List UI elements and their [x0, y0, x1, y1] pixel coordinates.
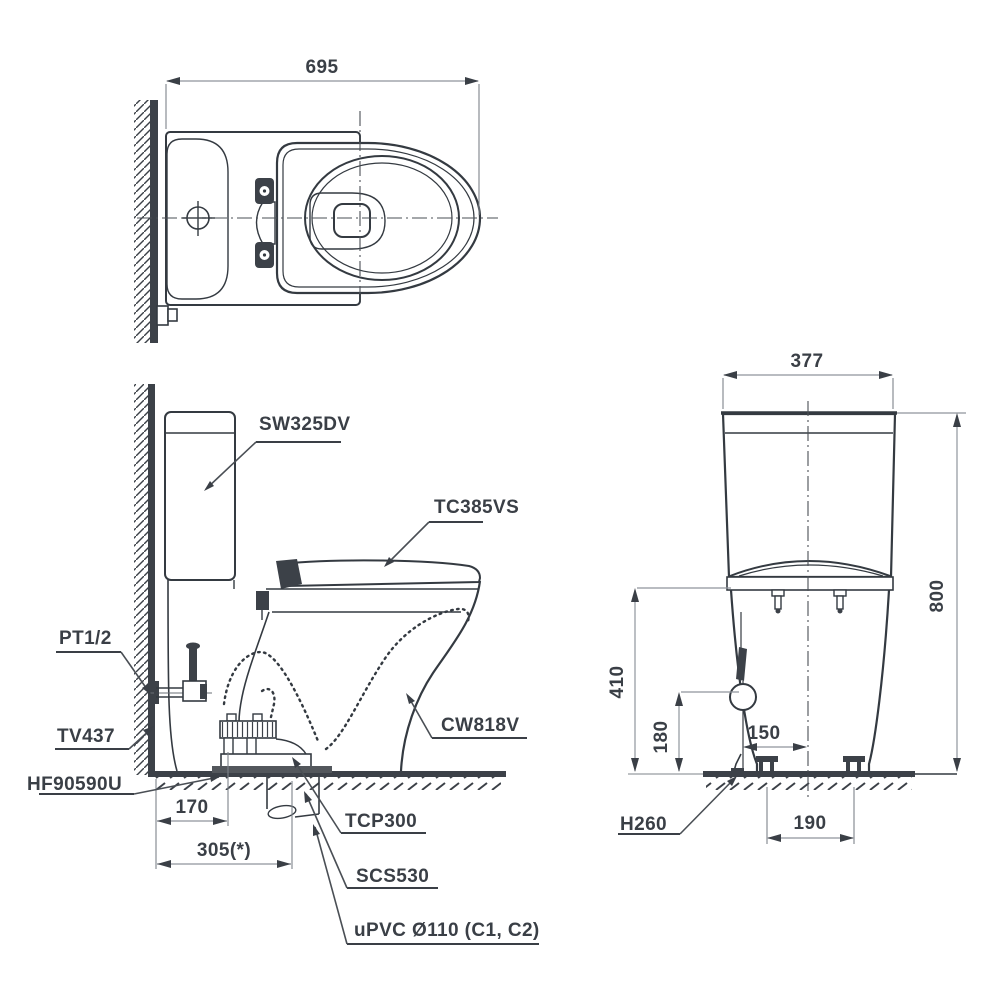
svg-text:CW818V: CW818V	[441, 715, 519, 736]
seat-edge-band	[726, 576, 894, 591]
wall-hatch	[134, 384, 148, 775]
dim-800: 800	[897, 412, 966, 772]
label-h260: H260	[618, 776, 737, 835]
floor-line	[703, 771, 915, 777]
trapway-dotted-hump	[222, 650, 320, 743]
bowl-water-outline	[309, 192, 386, 250]
dim-695: 695	[165, 57, 480, 215]
svg-text:TV437: TV437	[57, 726, 115, 747]
flush-opening	[333, 203, 371, 238]
dim-text-800: 800	[927, 580, 948, 613]
dim-text-170: 170	[176, 797, 209, 818]
dim-text-377: 377	[791, 351, 824, 372]
stop-valve-assembly	[150, 642, 212, 704]
dim-190: 190	[766, 787, 855, 844]
seat-lid-side	[279, 559, 482, 588]
dim-180: 180	[651, 691, 739, 772]
svg-text:HF90590U: HF90590U	[27, 774, 122, 795]
side-view: 170 305(*) SW325DV TC385VS PT1/2	[27, 384, 540, 945]
top-view: 695	[134, 57, 498, 343]
label-tv437: TV437	[55, 726, 154, 750]
label-pt12: PT1/2	[56, 628, 151, 695]
floor-line	[148, 771, 506, 777]
pedestal-back-line	[167, 579, 178, 772]
trapway-dotted-scurve	[324, 607, 470, 751]
dim-305: 305(*)	[157, 781, 293, 869]
seat-hinge-side	[276, 559, 302, 589]
seat-hinge-plates	[255, 178, 274, 268]
hinge-bracket	[255, 201, 276, 245]
dim-text-150: 150	[748, 723, 781, 744]
seat-lid-inner	[282, 148, 475, 288]
dim-text-410: 410	[607, 666, 628, 699]
dim-text-190: 190	[794, 813, 827, 834]
label-scs530: SCS530	[304, 791, 438, 889]
label-hf90590u: HF90590U	[27, 774, 221, 795]
front-view: 377 800 410 180 150	[607, 351, 966, 844]
dim-410: 410	[607, 587, 731, 772]
svg-text:TCP300: TCP300	[345, 811, 417, 832]
floor-hatch	[153, 777, 501, 790]
floor-bolts	[756, 756, 865, 771]
svg-text:H260: H260	[620, 814, 667, 835]
drain-pipe	[266, 777, 320, 820]
svg-text:SW325DV: SW325DV	[259, 414, 351, 435]
floor-hatch	[706, 777, 912, 790]
svg-text:PT1/2: PT1/2	[59, 628, 112, 649]
seat-ring-outer	[304, 155, 460, 281]
svg-text:SCS530: SCS530	[356, 866, 429, 887]
seat-bolts	[771, 589, 847, 614]
dim-text-180: 180	[651, 721, 672, 754]
supply-inlet-plan	[156, 305, 169, 326]
wall-bar	[148, 384, 155, 775]
dim-377: 377	[722, 351, 894, 409]
floor-seal	[212, 766, 332, 773]
cistern-front-outline	[721, 412, 897, 579]
seat-lid-outer	[275, 141, 482, 295]
dim-150: 150	[743, 723, 807, 751]
seat-dome-outer	[729, 560, 891, 577]
trapway-dotted-hook	[260, 687, 276, 719]
wall-hatch	[134, 100, 150, 343]
wall-bar	[150, 100, 158, 343]
seat-dome-inner	[738, 564, 884, 577]
cistern-side-outline	[164, 411, 236, 581]
bowl-right-side	[867, 589, 891, 771]
label-tcp300: TCP300	[292, 757, 426, 834]
label-upvc: uPVC Ø110 (C1, C2)	[313, 824, 540, 945]
supply-valve-front	[729, 612, 757, 773]
dim-text-305: 305(*)	[197, 840, 251, 861]
flush-pipe-fitting	[219, 713, 312, 768]
svg-text:TC385VS: TC385VS	[434, 497, 519, 518]
dim-170: 170	[155, 752, 229, 869]
label-cw818v: CW818V	[406, 693, 527, 739]
label-tc385vs: TC385VS	[384, 497, 519, 567]
label-sw325dv: SW325DV	[204, 414, 351, 491]
bowl-front-curve	[238, 611, 270, 723]
seat-mount	[256, 591, 269, 610]
bowl-back-curve	[399, 580, 482, 772]
dim-text-695: 695	[306, 57, 339, 78]
svg-text:uPVC Ø110 (C1, C2): uPVC Ø110 (C1, C2)	[354, 920, 540, 941]
